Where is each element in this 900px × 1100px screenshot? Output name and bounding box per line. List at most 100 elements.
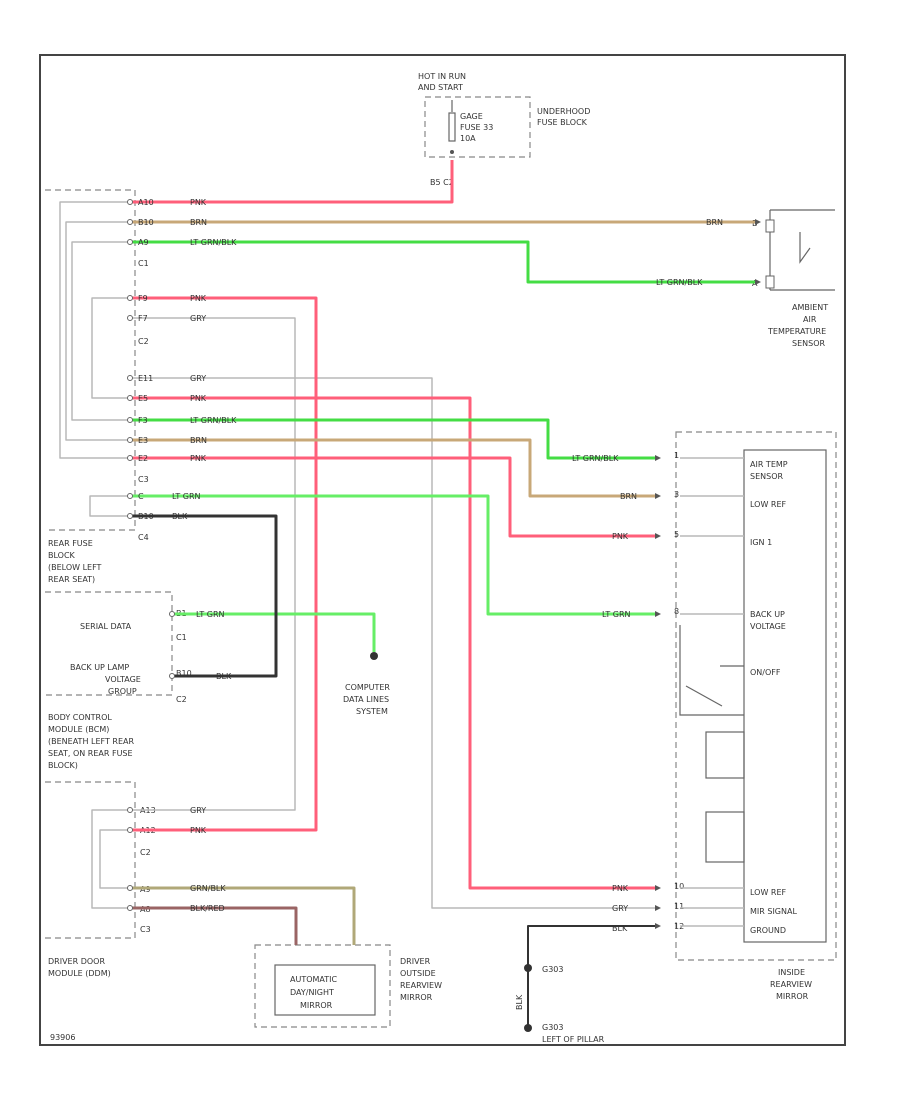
cdl-label-3: SYSTEM — [356, 707, 388, 716]
inside-label-3: MIRROR — [776, 992, 809, 1001]
ddm-label-1: DRIVER DOOR — [48, 957, 105, 966]
fuse-icon — [448, 112, 456, 142]
pin-c4-b: B10 — [138, 512, 154, 521]
wire-ltgrnblk-f3 — [130, 418, 655, 460]
im-ground-label: GROUND — [750, 926, 786, 935]
and-start-label: AND START — [418, 83, 463, 92]
wire-gry-loop-7 — [99, 829, 130, 889]
ambient-air-temperature-sensor: AMBIENT AIR TEMPERATURE SENSOR B A — [752, 209, 835, 348]
pin-im-3: 3 — [674, 490, 679, 499]
inside-label-2: REARVIEW — [770, 980, 812, 989]
serial-data-label: SERIAL DATA — [80, 622, 132, 631]
switch-icon — [679, 625, 744, 716]
wire-gry-f7 — [130, 317, 296, 811]
wire-gry-loop-5 — [89, 495, 130, 517]
underhood-fuse-block: HOT IN RUN AND START UNDERHOOD FUSE BLOC… — [418, 72, 590, 187]
pin-labels: A10 B10 A9 F9 F7 E11 E5 F3 E3 E2 C B10 — [138, 198, 154, 521]
wire-pnk-e2 — [130, 456, 655, 538]
inside-label-1: INSIDE — [778, 968, 805, 977]
pin-im-1: 1 — [674, 451, 679, 460]
wire-ltgrnblk-a9 — [130, 240, 755, 284]
rear-fuse-label-4: REAR SEAT) — [48, 575, 95, 584]
ground-icon — [524, 1024, 532, 1032]
wire-labels: PNK BRN LT GRN/BLK BRN LT GRN/BLK PNK GR… — [172, 198, 723, 1010]
wl-pnk-3: PNK — [190, 394, 207, 403]
conn-c1: C1 — [138, 259, 149, 268]
g303-label-2: LEFT OF PILLAR — [542, 1035, 605, 1044]
rear-fuse-label-1: REAR FUSE — [48, 539, 93, 548]
ddm-conn-c2: C2 — [140, 848, 151, 857]
wl-blk-2: BLK — [216, 672, 232, 681]
bcm-label-4: SEAT, ON REAR FUSE — [48, 749, 133, 758]
wl-grnblk: GRN/BLK — [190, 884, 226, 893]
wire-pnk-f9 — [130, 296, 318, 832]
auto-mirror-label-2: DAY/NIGHT — [290, 988, 334, 997]
wl-blk-4: BLK — [515, 994, 524, 1010]
splice-dot — [370, 652, 378, 660]
pin-f7: F7 — [138, 314, 148, 323]
gage-fuse-label-1: GAGE — [460, 112, 483, 121]
wire-pnk-a10 — [130, 160, 454, 204]
wl-ltgrn-3: LT GRN — [196, 610, 225, 619]
im-backup-label-1: BACK UP — [750, 610, 785, 619]
wl-pnk-5: PNK — [612, 532, 629, 541]
bcm-label-5: BLOCK) — [48, 761, 78, 770]
rear-fuse-label-3: (BELOW LEFT — [48, 563, 102, 572]
pin-f3: F3 — [138, 416, 148, 425]
backup-lamp-label-3: GROUP — [108, 687, 137, 696]
im-lowref-label: LOW REF — [750, 500, 787, 509]
wl-brn-3: BRN — [190, 436, 207, 445]
driver-outside-label-4: MIRROR — [400, 993, 433, 1002]
driver-outside-label-2: OUTSIDE — [400, 969, 436, 978]
ambient-label-3: TEMPERATURE — [767, 327, 826, 336]
c2-ref-label: B5 C2 — [430, 178, 454, 187]
wl-gry-3: GRY — [190, 806, 206, 815]
pin-e5: E5 — [138, 394, 148, 403]
pin-f9: F9 — [138, 294, 148, 303]
wire-gry-loop-4 — [91, 297, 130, 399]
rear-fuse-block: C1 C2 C3 C4 REAR FUSE BLOCK (BELOW LEFT … — [45, 189, 149, 584]
pin-im-5: 5 — [674, 530, 679, 539]
wl-ltgrnblk-3: LT GRN/BLK — [190, 416, 237, 425]
wire-ltgrn-b1 — [172, 612, 376, 652]
wl-blk-3: BLK — [612, 924, 628, 933]
diagram-frame — [39, 54, 846, 1046]
wl-ltgrnblk-1: LT GRN/BLK — [190, 238, 237, 247]
ground-g303: G303 G303 LEFT OF PILLAR — [524, 964, 605, 1044]
ambient-label-4: SENSOR — [792, 339, 825, 348]
wires — [59, 160, 755, 1028]
ddm-conn-c3: C3 — [140, 925, 151, 934]
wire-gry-loop-2 — [65, 221, 130, 441]
connector-pins — [127, 199, 175, 911]
wl-brn-2: BRN — [706, 218, 723, 227]
im-lowref2-label: LOW REF — [750, 888, 787, 897]
wl-pnk-2: PNK — [190, 294, 207, 303]
pin-im-10: 10 — [674, 882, 684, 891]
inside-rearview-mirror: AIR TEMP SENSOR LOW REF IGN 1 BACK UP VO… — [674, 431, 837, 1001]
bcm-conn-c1: C1 — [176, 633, 187, 642]
auto-mirror-label-1: AUTOMATIC — [290, 975, 338, 984]
conn-c4: C4 — [138, 533, 149, 542]
wl-brn-4: BRN — [620, 492, 637, 501]
rear-fuse-label-2: BLOCK — [48, 551, 76, 560]
wire-gry-loop-1 — [59, 201, 130, 459]
underhood-label-1: UNDERHOOD — [537, 107, 590, 116]
wl-pnk-4: PNK — [190, 454, 207, 463]
pin-e11: E11 — [138, 374, 153, 383]
gage-fuse-label-3: 10A — [460, 134, 476, 143]
hot-in-run-label: HOT IN RUN — [418, 72, 466, 81]
ddm-label-2: MODULE (DDM) — [48, 969, 111, 978]
wl-gry-1: GRY — [190, 314, 206, 323]
pin-b10-c3: B10 — [176, 669, 192, 678]
pin-e3: E3 — [138, 436, 148, 445]
driver-outside-mirror: AUTOMATIC DAY/NIGHT MIRROR DRIVER OUTSID… — [254, 944, 442, 1028]
wl-ltgrnblk-2: LT GRN/BLK — [656, 278, 703, 287]
pin-b10: B10 — [138, 218, 154, 227]
wl-ltgrn-1: LT GRN — [172, 492, 201, 501]
pin-a9: A9 — [138, 238, 149, 247]
im-onoff-label: ON/OFF — [750, 668, 781, 677]
pin-e2: E2 — [138, 454, 148, 463]
wire-ltgrn-c4 — [130, 494, 655, 616]
wl-ltgrnblk-4: LT GRN/BLK — [572, 454, 619, 463]
